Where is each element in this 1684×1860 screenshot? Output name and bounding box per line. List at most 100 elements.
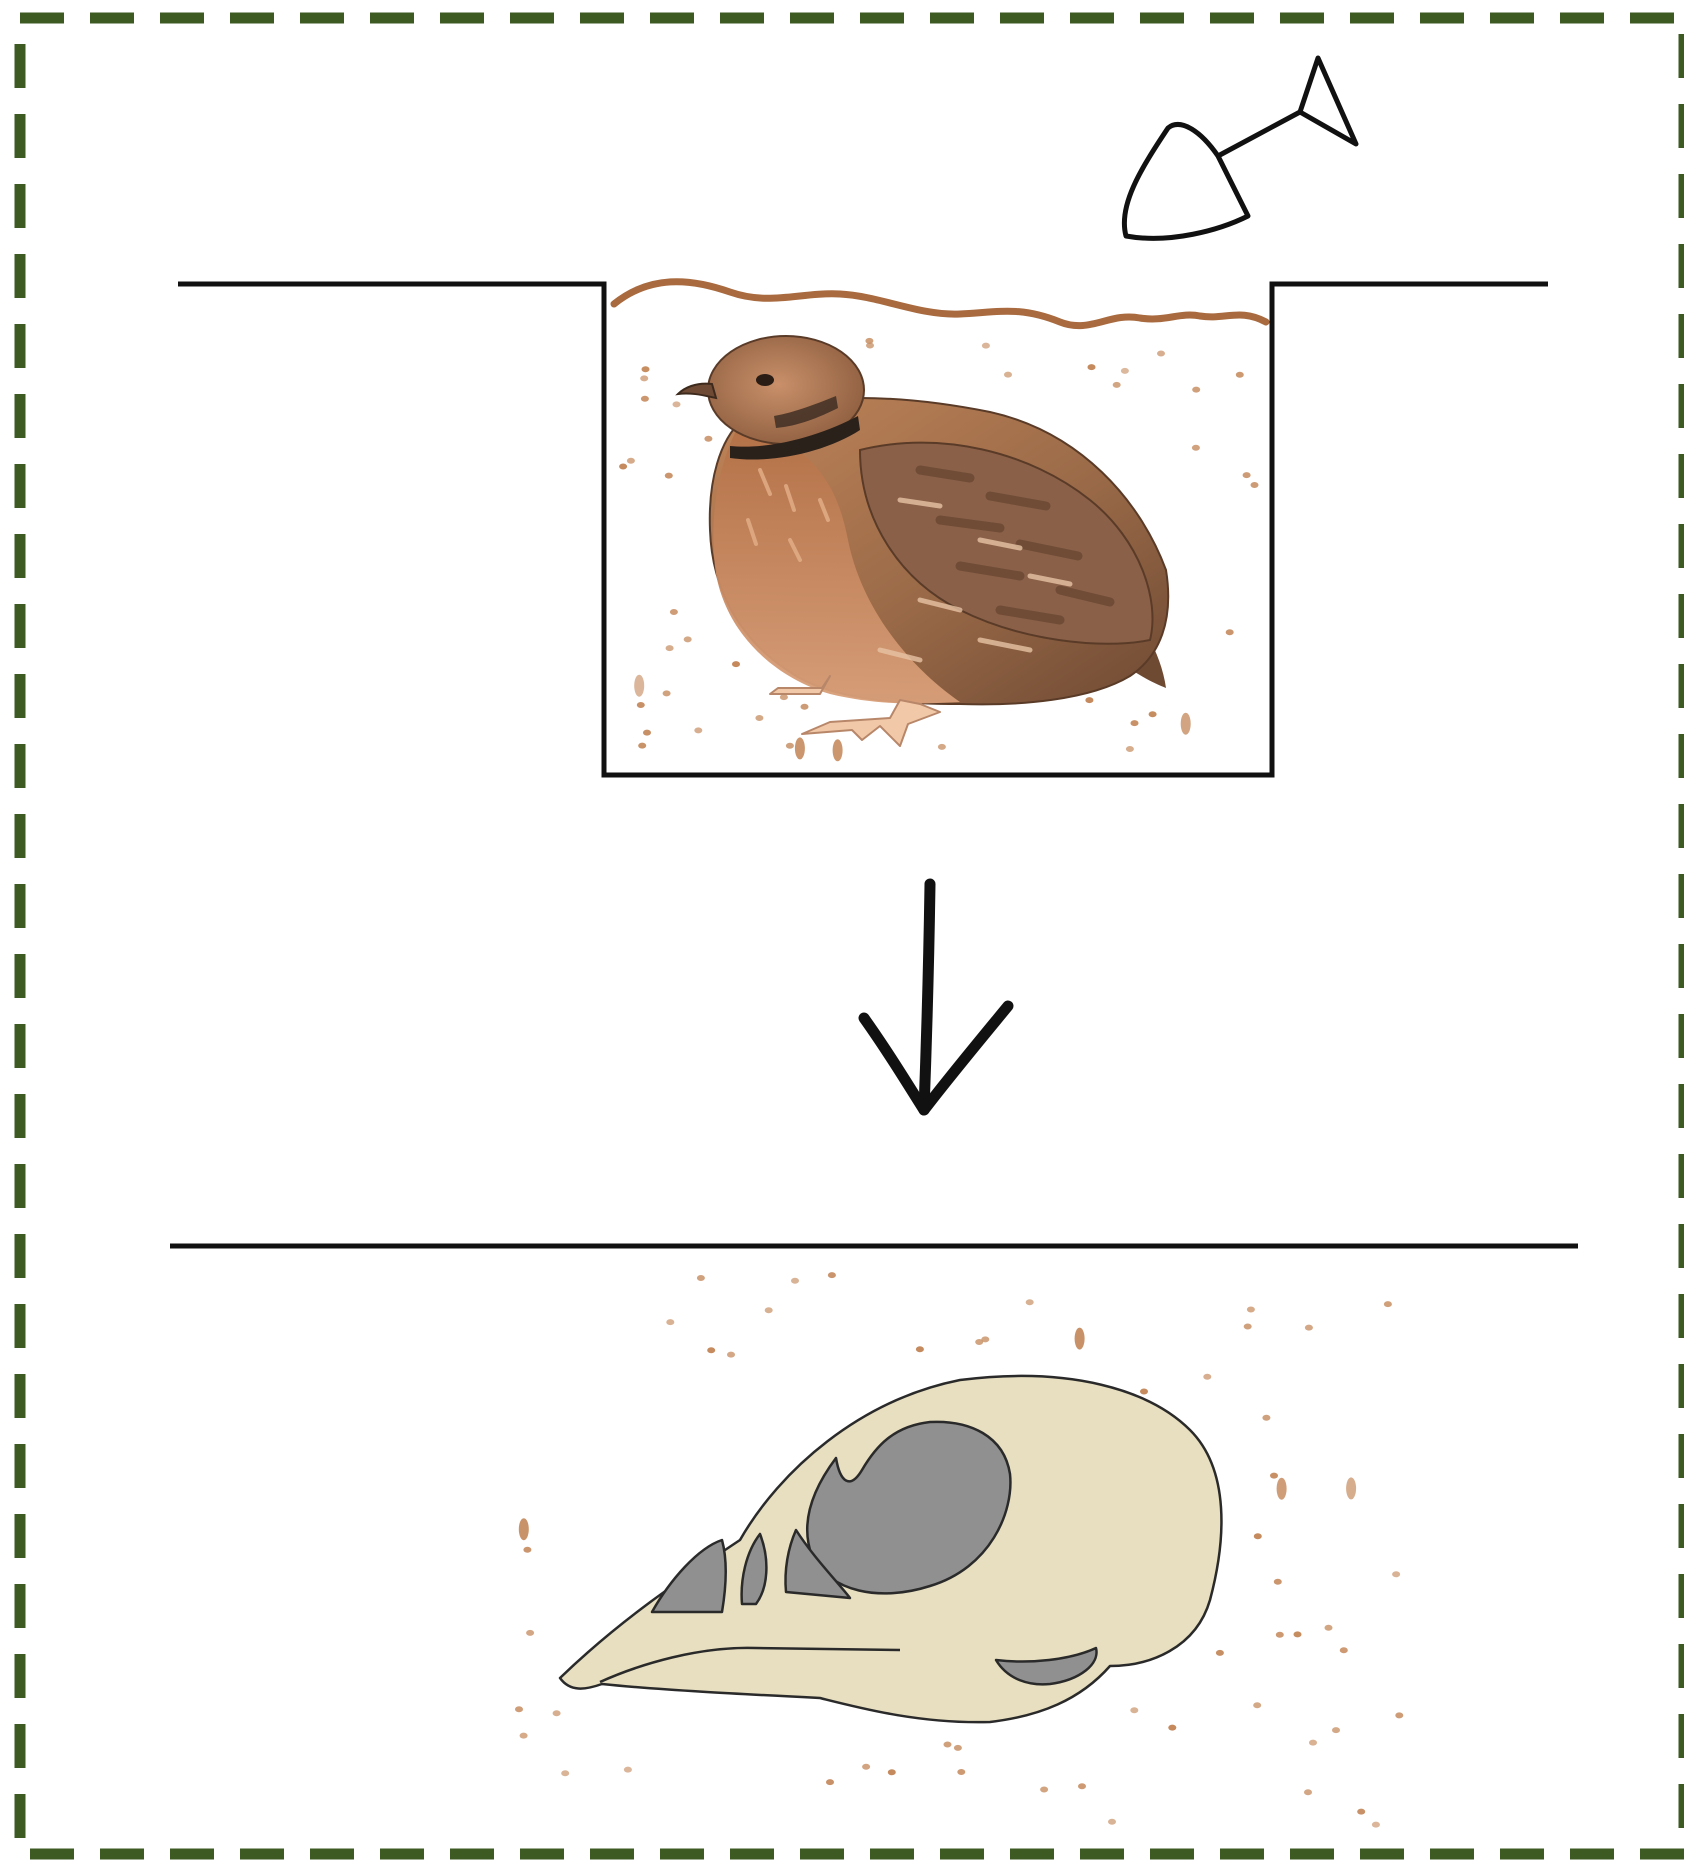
soil-speck xyxy=(1384,1301,1392,1307)
soil-speck xyxy=(1203,1374,1211,1380)
soil-speck xyxy=(1088,364,1096,370)
shovel-icon xyxy=(1124,58,1356,238)
soil-speck xyxy=(1075,1328,1085,1350)
soil-speck xyxy=(1395,1712,1403,1718)
soil-speck xyxy=(1392,1571,1400,1577)
soil-speck xyxy=(526,1630,534,1636)
quail-illustration xyxy=(678,336,1168,746)
soil-speck xyxy=(795,737,805,759)
soil-speck xyxy=(1253,1702,1261,1708)
soil-speck xyxy=(673,401,681,407)
soil-speck xyxy=(1140,1389,1148,1395)
soil-speck xyxy=(938,744,946,750)
bird-skull-illustration xyxy=(560,1376,1221,1722)
soil-speck xyxy=(981,1336,989,1342)
soil-speck xyxy=(684,636,692,642)
soil-speck xyxy=(665,473,673,479)
arrow-down-icon xyxy=(864,884,1008,1110)
soil-speck xyxy=(1270,1473,1278,1479)
soil-speck xyxy=(1108,1819,1116,1825)
soil-speck xyxy=(727,1352,735,1358)
soil-speck xyxy=(1216,1650,1224,1656)
soil-speck xyxy=(1262,1415,1270,1421)
soil-speck xyxy=(862,1764,870,1770)
soil-surface-line xyxy=(614,282,1266,326)
soil-speck xyxy=(1226,629,1234,635)
soil-speck xyxy=(1236,372,1244,378)
soil-speck xyxy=(1305,1325,1313,1331)
soil-speck xyxy=(1157,351,1165,357)
soil-speck xyxy=(642,366,650,372)
burial-panel xyxy=(178,58,1548,775)
soil-speck xyxy=(638,743,646,749)
soil-speck xyxy=(1346,1477,1356,1499)
soil-speck xyxy=(1243,472,1251,478)
soil-speck xyxy=(1149,711,1157,717)
soil-speck xyxy=(1304,1789,1312,1795)
soil-speck xyxy=(826,1779,834,1785)
soil-speck xyxy=(523,1547,531,1553)
soil-speck xyxy=(627,458,635,464)
soil-speck xyxy=(1113,382,1121,388)
soil-speck xyxy=(1340,1647,1348,1653)
soil-speck xyxy=(786,743,794,749)
soil-speck xyxy=(634,675,644,697)
soil-speck xyxy=(663,690,671,696)
soil-speck xyxy=(666,645,674,651)
soil-speck xyxy=(828,1272,836,1278)
soil-speck xyxy=(1131,720,1139,726)
soil-speck xyxy=(1372,1822,1380,1828)
soil-speck xyxy=(707,1347,715,1353)
soil-speck xyxy=(954,1745,962,1751)
soil-speck xyxy=(1357,1809,1365,1815)
soil-speck xyxy=(694,727,702,733)
soil-speck xyxy=(765,1307,773,1313)
soil-speck xyxy=(1026,1299,1034,1305)
soil-speck xyxy=(520,1733,528,1739)
soil-speck xyxy=(1040,1787,1048,1793)
soil-speck xyxy=(1085,697,1093,703)
soil-speck xyxy=(1244,1324,1252,1330)
soil-speck xyxy=(1274,1579,1282,1585)
soil-speck xyxy=(515,1706,523,1712)
soil-speck xyxy=(888,1769,896,1775)
soil-speck xyxy=(1130,1707,1138,1713)
soil-speck xyxy=(1004,372,1012,378)
soil-speck xyxy=(1168,1725,1176,1731)
soil-speck xyxy=(1294,1631,1302,1637)
soil-speck xyxy=(1251,482,1259,488)
result-panel xyxy=(170,1246,1578,1828)
soil-speck xyxy=(1325,1625,1333,1631)
soil-speck xyxy=(704,436,712,442)
soil-speck xyxy=(957,1769,965,1775)
soil-speck xyxy=(791,1278,799,1284)
soil-speck xyxy=(624,1767,632,1773)
soil-speck xyxy=(1309,1740,1317,1746)
soil-speck xyxy=(670,609,678,615)
soil-speck xyxy=(1121,368,1129,374)
soil-speck xyxy=(755,715,763,721)
soil-speck xyxy=(732,661,740,667)
soil-speck xyxy=(866,343,874,349)
soil-speck xyxy=(1247,1307,1255,1313)
soil-speck xyxy=(982,343,990,349)
soil-speck xyxy=(916,1346,924,1352)
soil-speck xyxy=(553,1710,561,1716)
soil-speck xyxy=(944,1742,952,1748)
soil-speck xyxy=(637,702,645,708)
soil-speck xyxy=(1192,387,1200,393)
soil-speck xyxy=(1181,713,1191,735)
soil-speck xyxy=(519,1518,529,1540)
soil-speck xyxy=(643,730,651,736)
soil-speck xyxy=(1332,1727,1340,1733)
soil-speck xyxy=(801,704,809,710)
soil-speck xyxy=(1126,746,1134,752)
soil-speck xyxy=(619,464,627,470)
soil-speck xyxy=(666,1319,674,1325)
soil-speck xyxy=(1192,445,1200,451)
soil-speck xyxy=(561,1770,569,1776)
soil-speck xyxy=(1277,1478,1287,1500)
soil-speck xyxy=(641,396,649,402)
soil-speck xyxy=(1078,1783,1086,1789)
